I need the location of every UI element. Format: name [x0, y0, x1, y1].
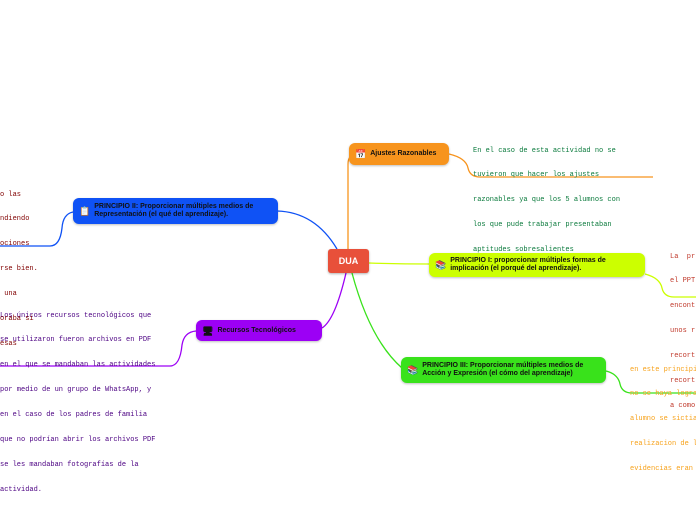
- topic-principio-3[interactable]: 📚 PRINCIPIO III: Proporcionar múltiples …: [401, 357, 606, 383]
- link-implicacion: [368, 262, 430, 265]
- link-representacion: [276, 210, 338, 250]
- topic-principio-1-label: PRINCIPIO I: proporcionar múltiples form…: [450, 257, 606, 272]
- note-line: evidencias eran: [630, 465, 696, 474]
- link-ajustes-note: [448, 153, 653, 178]
- note-implicacion: La pr el PPT encont unos r recort recort…: [670, 236, 695, 427]
- note-ajustes: En el caso de esta actividad no se tuvie…: [473, 130, 620, 271]
- note-recursos: Los únicos recursos tecnológicos que se …: [0, 295, 155, 511]
- topic-principio-2[interactable]: 📋 PRINCIPIO II: Proporcionar múltiples m…: [73, 198, 278, 224]
- note-line: en el que se mandaban las actividades: [0, 361, 156, 370]
- note-line: aptitudes sobresalientes: [473, 246, 574, 255]
- note-line: en el caso de los padres de familia: [0, 411, 148, 420]
- link-accion: [351, 272, 403, 369]
- link-recursos: [321, 272, 347, 329]
- note-line: el PPT: [670, 277, 696, 286]
- note-line: o las: [0, 190, 22, 199]
- topic-principio-2-label: PRINCIPIO II: Proporcionar múltiples med…: [94, 203, 254, 218]
- note-line: realizacion de l: [630, 440, 696, 449]
- note-line: recort: [670, 352, 696, 361]
- note-line: Los únicos recursos tecnológicos que: [0, 311, 152, 320]
- books-icon: 📚: [435, 260, 447, 270]
- note-line: alumno se sictia: [630, 415, 696, 424]
- note-line: actividad.: [0, 485, 43, 494]
- calendar-icon: 📅: [355, 149, 367, 159]
- note-line: esas: [0, 339, 17, 348]
- note-line: los que pude trabajar presentaban: [473, 221, 612, 230]
- note-line: razonables ya que los 5 alumnos con: [473, 196, 621, 205]
- topic-principio-3-label: PRINCIPIO III: Proporcionar múltiples me…: [422, 362, 584, 377]
- note-line: encont: [670, 302, 696, 311]
- link-recursos-note: [0, 330, 197, 367]
- topic-ajustes-label: Ajustes Razonables: [370, 150, 437, 157]
- topic-recursos-label: Recursos Tecnológicos: [217, 326, 296, 334]
- central-topic-label: DUA: [338, 256, 359, 266]
- note-line: rse bien.: [0, 265, 38, 274]
- note-representacion: o las ndiendo ociones rse bien. una orab…: [0, 174, 38, 365]
- note-line: ndiendo: [0, 215, 30, 224]
- topic-ajustes-razonables[interactable]: 📅 Ajustes Razonables: [349, 143, 449, 165]
- note-line: tuvieron que hacer los ajustes: [473, 171, 600, 180]
- note-line: una: [0, 290, 17, 299]
- note-line: por medio de un grupo de WhatsApp, y: [0, 386, 152, 395]
- link-accion-note: [605, 370, 696, 394]
- note-line: oraba si: [0, 315, 34, 324]
- note-line: en este principi: [630, 365, 696, 374]
- note-line: En el caso de esta actividad no se: [473, 146, 616, 155]
- note-line: La pr: [670, 252, 696, 261]
- note-line: unos r: [670, 327, 696, 336]
- link-implicacion-note: [644, 273, 696, 298]
- topic-recursos-tecnologicos[interactable]: 🖥 Recursos Tecnológicos: [196, 320, 322, 341]
- central-topic[interactable]: DUA: [328, 249, 369, 273]
- note-line: se utilizaron fueron archivos en PDF: [0, 336, 152, 345]
- note-line: a como: [670, 401, 696, 410]
- note-line: ociones: [0, 240, 30, 249]
- note-line: que no podrían abrir los archivos PDF: [0, 436, 156, 445]
- document-icon: 📋: [79, 206, 91, 216]
- note-line: no se haya logra: [630, 390, 696, 399]
- note-line: se les mandaban fotografías de la: [0, 460, 139, 469]
- computer-icon: 🖥: [202, 325, 214, 336]
- link-ajustes: [347, 153, 359, 250]
- topic-principio-1[interactable]: 📚 PRINCIPIO I: proporcionar múltiples fo…: [429, 253, 645, 277]
- books-icon: 📚: [407, 365, 419, 375]
- link-representacion-note: [0, 211, 74, 247]
- note-accion: en este principi no se haya logra alumno…: [630, 349, 696, 490]
- note-line: recort: [670, 377, 696, 386]
